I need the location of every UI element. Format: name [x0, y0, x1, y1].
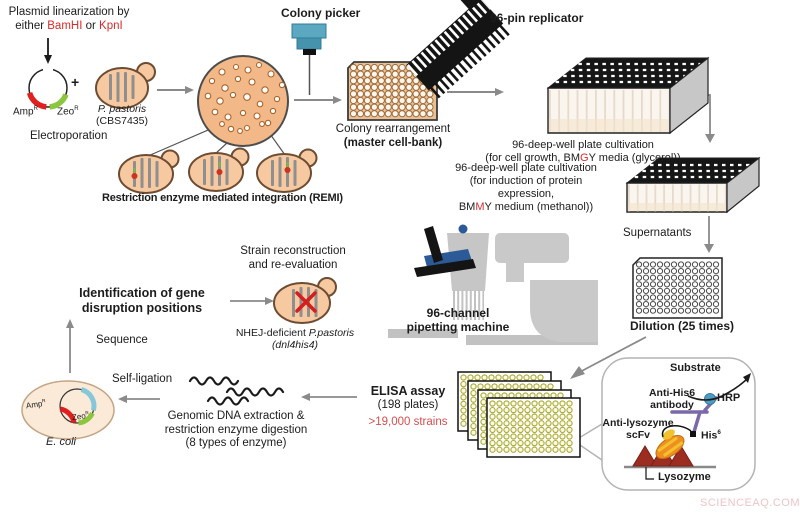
nhej-cell-icon	[273, 277, 337, 324]
cultivation-growth-label: 96-deep-well plate cultivation (for cell…	[485, 139, 681, 164]
genomic-extraction-label: Genomic DNA extraction & restriction enz…	[164, 410, 308, 450]
plasmid-linearization-label: Plasmid linearization by either BamHI or…	[8, 6, 130, 32]
yeast-cell-icon	[95, 62, 156, 109]
colony-picker-label: Colony picker	[281, 6, 361, 20]
petri-dish-icon	[197, 55, 289, 147]
watermark: SCIENCEAQ.COM	[700, 497, 800, 509]
scfv-linker-line	[661, 425, 692, 438]
identification-label: Identification of gene disruption positi…	[79, 286, 205, 315]
substrate-label: Substrate	[670, 362, 721, 374]
p-pastoris-label: P. pastoris (CBS7435)	[96, 103, 148, 128]
pin-replicator-label: 96-pin replicator	[490, 11, 584, 25]
deepwell-plate-growth-icon	[546, 56, 710, 135]
anti-lysozyme-label: Anti-lysozyme scFv	[602, 417, 674, 442]
remi-label: Restriction enzyme mediated integration …	[102, 192, 343, 204]
his6-label: His6	[701, 429, 721, 442]
arrow-identification-to-strain	[230, 297, 274, 305]
lysozyme-pointer-line	[645, 467, 654, 480]
cultivation-induction-label: 96-deep-well plate cultivation (for indu…	[455, 162, 597, 213]
deepwell-plate-induction-icon	[625, 156, 761, 214]
remi-cell-3-icon	[256, 148, 318, 193]
nhej-strain-label: NHEJ-deficient P.pastoris (dnl4his4)	[235, 327, 355, 352]
colony-picker-icon	[291, 23, 327, 95]
scfv-icon	[655, 429, 685, 460]
plasmid-icon	[26, 65, 69, 110]
amp-resistance-label: AmpR	[13, 106, 38, 118]
enzyme-bamhi: BamHI	[47, 19, 83, 32]
arrow-sequence-up	[66, 319, 74, 373]
substrate-arrow	[687, 373, 751, 401]
zeo-resistance-label: ZeoR	[57, 106, 79, 118]
elisa-callout-bubble	[573, 357, 756, 491]
his-tag-icon	[690, 431, 696, 437]
remi-cell-1-icon	[118, 149, 180, 194]
ecoli-label: E. coli	[46, 436, 76, 448]
elisa-assay-label: ELISA assay (198 plates) >19,000 strains	[352, 384, 464, 430]
arrow-elisa-to-genomic	[301, 393, 357, 401]
arrow-dish-to-plate	[294, 96, 342, 104]
pipetting-machine-icon	[388, 224, 598, 345]
pipetting-machine-label: 96-channel pipetting machine	[406, 306, 510, 335]
enzyme-kpni: KpnI	[99, 19, 123, 32]
arrow-dilution-to-elisa	[570, 336, 647, 379]
arrow-plate-to-cultivation	[447, 88, 504, 96]
lysozyme-label: Lysozyme	[658, 471, 711, 483]
master-plate-icon	[347, 61, 438, 121]
arrow-linearization-down	[44, 38, 52, 64]
electroporation-label: Electroporation	[30, 130, 108, 142]
elisa-plate-stack-icon	[457, 371, 581, 458]
strain-count-label: >19,000 strains	[368, 416, 448, 429]
arrow-electroporation	[157, 86, 194, 94]
plus-sign: +	[71, 74, 80, 90]
dilution-label: Dilution (25 times)	[630, 319, 735, 333]
sequence-label: Sequence	[96, 334, 148, 346]
remi-cell-2-icon	[188, 147, 250, 192]
strain-reconstruction-label: Strain reconstruction and re-evaluation	[240, 245, 346, 271]
genomic-dna-icon	[188, 376, 285, 406]
colony-rearrangement-label: Colony rearrangement (master cell-bank)	[335, 123, 451, 149]
dilution-plate-icon	[632, 257, 723, 319]
arrow-selfligation	[118, 395, 160, 403]
pin-replicator-icon	[406, 0, 511, 99]
hrp-label: HRP	[717, 392, 741, 404]
supernatants-label: Supernatants	[623, 227, 692, 239]
arrow-supernatant-down	[704, 216, 714, 253]
ecoli-icon	[21, 380, 115, 440]
self-ligation-label: Self-ligation	[112, 373, 173, 385]
anti-his6-label: Anti-His6 antibody	[648, 387, 696, 412]
